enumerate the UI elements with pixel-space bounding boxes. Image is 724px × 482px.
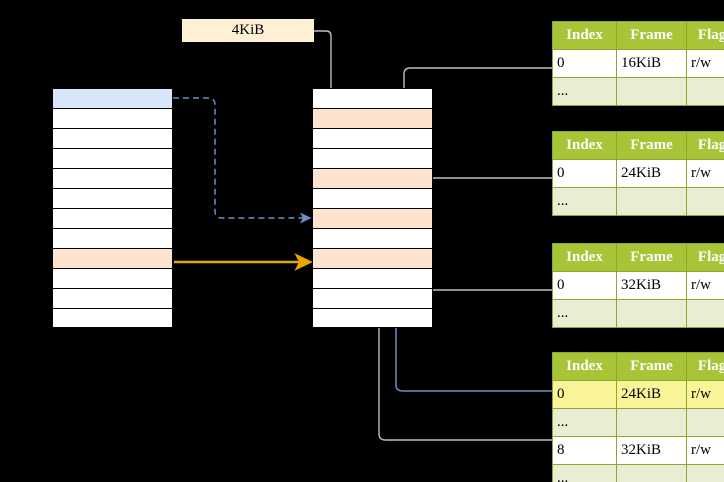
physmem-frame-row-10 [312,288,433,308]
cell-frame: 32KiB [616,436,687,465]
cell-frame: 32KiB [616,271,687,300]
column-header-index: Index [552,131,617,160]
cell-flags: r/w [686,271,724,300]
physmem-frame-row-7 [312,228,433,248]
physmem-frame-row-11 [312,308,433,328]
virtual-address-space-table [52,88,173,328]
cell-frame [616,187,687,216]
cell-index: 0 [552,271,617,300]
wire-vaddr-to-physmem-dashed [173,97,312,224]
cell-index: ... [552,77,617,106]
column-header-frame: Frame [616,131,687,160]
page-table-header-row: IndexFrameFlags [552,352,724,381]
cell-frame: 24KiB [616,380,687,409]
physmem-frame-row-8 [312,248,433,268]
page-table-3: IndexFrameFlags032KiBr/w... [552,243,724,328]
page-table-row: ... [552,299,724,328]
column-header-flags: Flags [686,131,724,160]
cell-flags: r/w [686,159,724,188]
column-header-index: Index [552,21,617,50]
column-header-flags: Flags [686,21,724,50]
page-table-2: IndexFrameFlags024KiBr/w... [552,131,724,216]
column-header-frame: Frame [616,21,687,50]
column-header-flags: Flags [686,243,724,272]
column-header-index: Index [552,243,617,272]
cell-index: ... [552,187,617,216]
cell-index: ... [552,299,617,328]
cell-flags [686,187,724,216]
column-header-index: Index [552,352,617,381]
page-table-header-row: IndexFrameFlags [552,21,724,50]
cell-flags [686,77,724,106]
vaddr-page-row-2 [52,128,173,148]
cell-flags: r/w [686,380,724,409]
wire-pt4-row0-to-physmem [390,206,552,392]
vaddr-page-row-0 [52,88,173,108]
wire-pt2-to-physmem [406,177,552,214]
cell-frame: 16KiB [616,49,687,78]
page-table-row: ... [552,187,724,216]
physmem-frame-row-5 [312,188,433,208]
vaddr-page-row-8 [52,248,173,268]
page-table-row: ... [552,408,724,437]
cell-frame [616,299,687,328]
vaddr-page-row-10 [52,288,173,308]
cell-flags: r/w [686,49,724,78]
vaddr-page-row-1 [52,108,173,128]
size-tag-label: 4KiB [231,22,265,38]
size-tag-4kib: 4KiB [182,19,314,42]
wire-tag-to-physmem [314,30,337,114]
page-table-row: ... [552,77,724,106]
physmem-frame-row-3 [312,148,433,168]
physmem-frame-row-6 [312,208,433,228]
cell-flags [686,464,724,482]
physical-memory-table [312,88,433,328]
physmem-frame-row-4 [312,168,433,188]
vaddr-page-row-4 [52,168,173,188]
cell-flags [686,299,724,328]
cell-frame: 24KiB [616,159,687,188]
vaddr-page-row-5 [52,188,173,208]
wire-pt1-to-physmem [398,67,552,174]
vaddr-page-row-6 [52,208,173,228]
cell-index: 8 [552,436,617,465]
vaddr-page-row-9 [52,268,173,288]
physmem-frame-row-2 [312,128,433,148]
column-header-frame: Frame [616,352,687,381]
cell-flags [686,408,724,437]
vaddr-page-row-11 [52,308,173,328]
cell-frame [616,408,687,437]
wire-pt3-to-physmem [412,262,552,291]
cell-index: 0 [552,380,617,409]
physmem-frame-row-1 [312,108,433,128]
cell-index: ... [552,464,617,482]
column-header-frame: Frame [616,243,687,272]
physmem-frame-row-0 [312,88,433,108]
cell-frame [616,464,687,482]
cell-flags: r/w [686,436,724,465]
cell-index: ... [552,408,617,437]
page-table-header-row: IndexFrameFlags [552,131,724,160]
wire-pt4-row8-to-physmem [373,262,552,441]
page-table-row: ... [552,464,724,482]
cell-index: 0 [552,49,617,78]
column-header-flags: Flags [686,352,724,381]
cell-frame [616,77,687,106]
page-table-4: IndexFrameFlags024KiBr/w...832KiBr/w... [552,352,724,482]
cell-index: 0 [552,159,617,188]
page-table-1: IndexFrameFlags016KiBr/w... [552,21,724,106]
physmem-frame-row-9 [312,268,433,288]
vaddr-page-row-3 [52,148,173,168]
vaddr-page-row-7 [52,228,173,248]
page-table-header-row: IndexFrameFlags [552,243,724,272]
